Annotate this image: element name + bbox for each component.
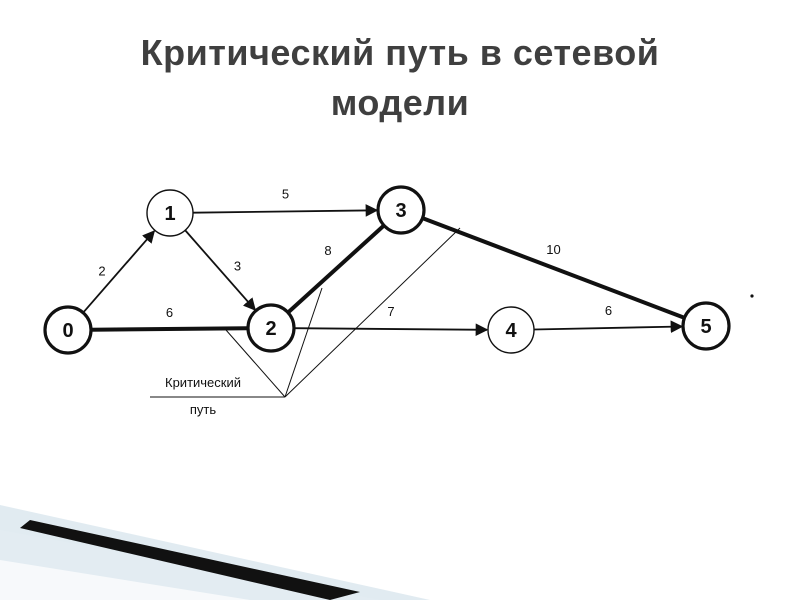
node-label-3: 3 [395, 200, 406, 222]
node-label-0: 0 [62, 320, 73, 342]
decor-white-sheen [0, 560, 250, 600]
edge-weight-3-5: 10 [546, 242, 560, 257]
node-circle-5 [681, 301, 731, 351]
node-5: 5 [681, 301, 731, 351]
edge-weight-2-4: 7 [387, 304, 394, 319]
node-label-4: 4 [505, 320, 517, 342]
pointer-line-2 [284, 287, 323, 398]
critical-path-annotation: Критический путь [150, 375, 285, 417]
edge-weight-1-3: 5 [282, 187, 289, 202]
node-circle-4 [487, 306, 535, 354]
edge-2-4 [293, 323, 489, 337]
pointer-line-3 [284, 227, 461, 398]
node-label-5: 5 [700, 316, 711, 338]
node-3: 3 [376, 185, 426, 235]
node-1: 1 [146, 189, 194, 237]
edge-1-3 [192, 204, 379, 217]
node-4: 4 [487, 306, 535, 354]
edge-4-5 [533, 320, 684, 334]
edges-layer: 2 6 5 3 8 7 10 6 [82, 187, 685, 337]
node-circle-0 [43, 305, 93, 355]
slide-title-line-2: модели [330, 82, 470, 123]
node-label-2: 2 [265, 318, 276, 340]
node-circle-3 [376, 185, 426, 235]
decor-dark-stroke [20, 520, 360, 600]
edge-2-3 [286, 224, 385, 315]
node-circle-1 [146, 189, 194, 237]
edge-0-1 [82, 230, 156, 314]
slide-title-line-1: Критический путь в сетевой [140, 32, 660, 73]
annotation-label-line-2: путь [190, 402, 216, 417]
node-0: 0 [43, 305, 93, 355]
node-2: 2 [246, 303, 296, 353]
edge-0-2 [90, 326, 248, 332]
edge-1-2 [184, 229, 256, 311]
edge-weight-4-5: 6 [605, 303, 612, 318]
critical-path-pointer-lines [225, 227, 461, 398]
edge-3-5 [421, 216, 685, 320]
pointer-line-1 [225, 329, 286, 398]
edge-weight-1-2: 3 [234, 259, 241, 274]
edge-weight-0-1: 2 [98, 264, 105, 279]
node-circle-2 [246, 303, 296, 353]
edge-weight-0-2: 6 [166, 305, 173, 320]
stray-dot [750, 294, 754, 298]
edge-weight-2-3: 8 [324, 243, 331, 258]
annotation-label-line-1: Критический [165, 375, 241, 390]
slide-title: Критический путь в сетевой модели [60, 28, 740, 128]
nodes-layer: 0 1 2 3 4 5 [43, 185, 731, 355]
node-label-1: 1 [164, 203, 175, 225]
